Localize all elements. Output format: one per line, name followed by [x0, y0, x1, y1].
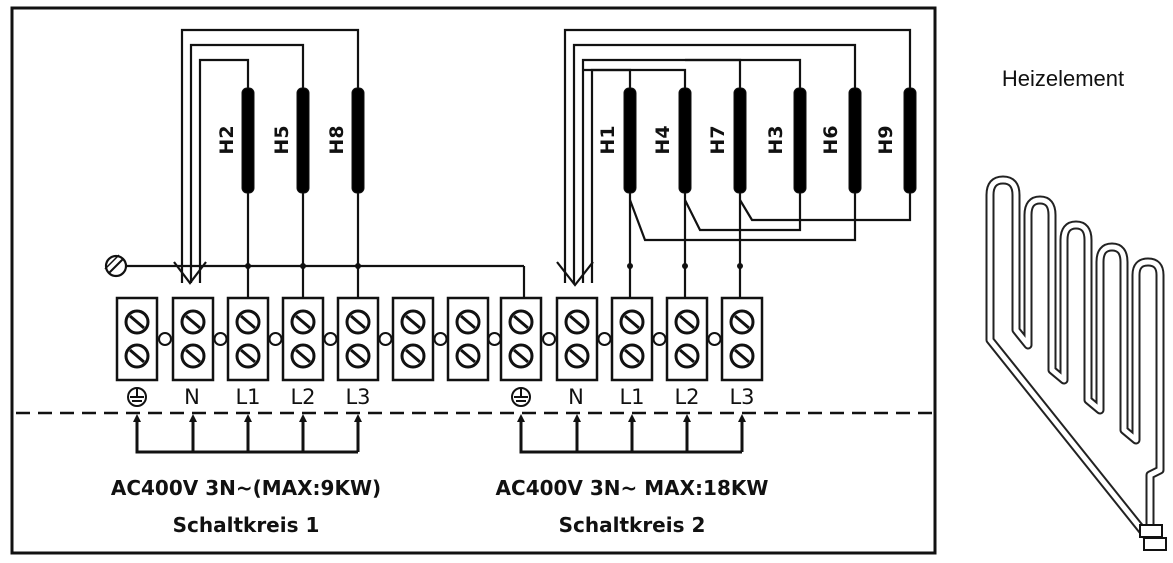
- bridge-connector: [542, 332, 556, 346]
- ground-screw-icon: [127, 387, 147, 407]
- bridge-connector: [433, 332, 448, 346]
- terminal-block: [446, 296, 490, 382]
- heater-H5: H5: [271, 87, 310, 194]
- terminal-block: [391, 296, 435, 382]
- terminal-label-n: N: [568, 385, 584, 409]
- heater-H2: H2: [216, 87, 255, 194]
- heater-label: H7: [707, 125, 729, 154]
- bridge-connector: [378, 332, 393, 346]
- heater-label: H9: [875, 125, 897, 154]
- circuit2-caption: Schaltkreis 2: [559, 513, 706, 537]
- bridge-connector: [652, 332, 667, 346]
- terminal-block: [115, 296, 159, 382]
- heater-label: H8: [326, 125, 348, 154]
- terminal-label-n: N: [184, 385, 200, 409]
- supply2-wires: [517, 414, 746, 454]
- supply1-wires: [133, 414, 362, 454]
- terminal-block: [281, 296, 325, 382]
- bridge-connector: [268, 332, 283, 346]
- heater-label: H6: [820, 125, 842, 154]
- circuit2-neutral-wires: [556, 28, 912, 287]
- heater-label: H3: [765, 125, 787, 154]
- circuit1-neutral-wires: [173, 28, 360, 285]
- terminal-label-l1: L1: [619, 385, 644, 409]
- heater-label: H1: [597, 125, 619, 154]
- circuit2-phase-wires: [627, 193, 912, 300]
- heating-element-icon: [985, 175, 1167, 551]
- bridge-connector: [323, 332, 338, 346]
- heater-label: H2: [216, 125, 238, 154]
- terminal-label-l1: L1: [235, 385, 260, 409]
- supply1-caption: AC400V 3N~(MAX:9KW): [111, 476, 381, 500]
- terminal-label-l3: L3: [345, 385, 370, 409]
- heater-H3: H3: [765, 87, 807, 194]
- heater-H4: H4: [652, 87, 692, 194]
- circuit1-phase-wires: [122, 193, 526, 300]
- terminal-block: [610, 296, 654, 382]
- terminal-label-l3: L3: [729, 385, 754, 409]
- terminal-block: [720, 296, 764, 382]
- terminal-block: [499, 296, 543, 382]
- element-title: Heizelement: [1002, 66, 1124, 91]
- circuit1-caption: Schaltkreis 1: [173, 513, 320, 537]
- bridge-connector: [487, 332, 502, 346]
- heater-H6: H6: [820, 87, 862, 194]
- heater-label: H4: [652, 125, 674, 154]
- terminal-block: [226, 296, 270, 382]
- bridge-connector: [707, 332, 722, 346]
- terminal-block: [171, 296, 215, 382]
- terminal-block: [336, 296, 380, 382]
- heater-label: H5: [271, 125, 293, 154]
- ground-icon: [104, 254, 128, 278]
- heater-H1: H1: [597, 87, 637, 194]
- terminal-strip: [115, 296, 764, 382]
- ground-screw-icon: [511, 387, 531, 407]
- terminal-block: [555, 296, 599, 382]
- heater-H9: H9: [875, 87, 917, 194]
- terminal-block: [665, 296, 709, 382]
- bridge-connector: [158, 332, 172, 346]
- heater-H7: H7: [707, 87, 747, 194]
- supply2-caption: AC400V 3N~ MAX:18KW: [496, 476, 769, 500]
- diagram-frame: [10, 6, 937, 555]
- terminal-label-l2: L2: [674, 385, 699, 409]
- heater-H8: H8: [326, 87, 365, 194]
- bridge-connector: [213, 332, 228, 346]
- terminal-label-l2: L2: [290, 385, 315, 409]
- bridge-connector: [597, 332, 612, 346]
